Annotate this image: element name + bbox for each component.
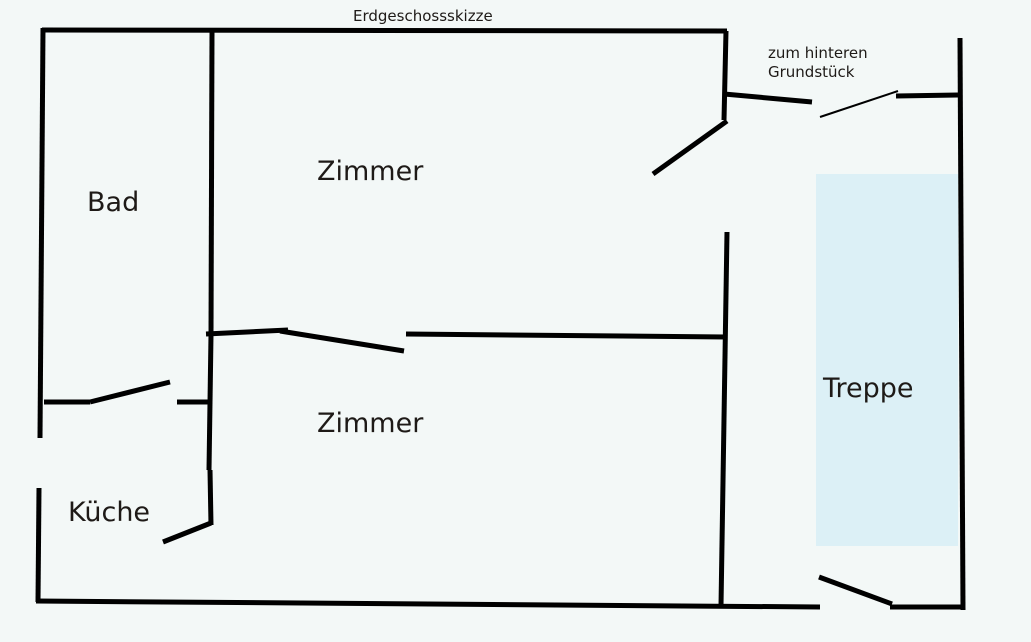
note-back-yard: zum hinteren Grundstück: [768, 44, 868, 82]
back-door-leaf: [819, 90, 899, 118]
room-label-zimmer-top: Zimmer: [317, 156, 424, 187]
room-label-bad: Bad: [87, 187, 140, 218]
room-label-kueche: Küche: [68, 497, 151, 528]
note-line-1: zum hinteren: [768, 44, 868, 62]
sketch-title: Erdgeschossskizze: [353, 7, 493, 25]
walls: [35, 27, 966, 611]
room-label-zimmer-bottom: Zimmer: [317, 408, 424, 439]
room-label-treppe: Treppe: [823, 373, 914, 404]
note-line-2: Grundstück: [768, 63, 855, 81]
stairs-area: [816, 174, 958, 546]
